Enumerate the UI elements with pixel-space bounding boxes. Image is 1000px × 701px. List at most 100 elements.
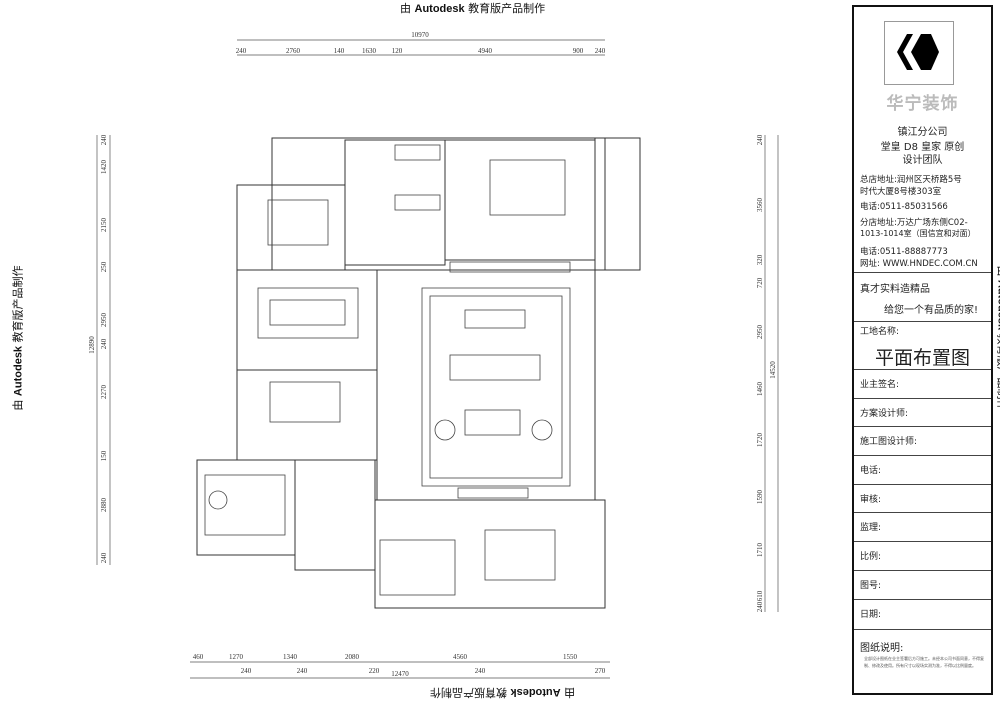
divider xyxy=(854,541,991,542)
bathtub xyxy=(269,381,341,423)
dimension-label: 2880 xyxy=(100,498,108,513)
dimension-label: 2950 xyxy=(756,325,764,340)
dimension-label: 610 xyxy=(756,590,764,601)
slogan1: 真才实料造精品 xyxy=(860,284,930,295)
tv-stand xyxy=(457,487,529,499)
wardrobe xyxy=(379,539,456,596)
divider xyxy=(854,272,991,273)
wm-brand: Autodesk xyxy=(995,279,1000,331)
dimension-label: 460 xyxy=(193,653,204,661)
dimension-label: 1340 xyxy=(283,653,298,661)
dimension-label: 4940 xyxy=(478,47,493,55)
living-rug-inner xyxy=(429,295,563,479)
field-label: 比例: xyxy=(860,552,882,562)
dimension-label: 240 xyxy=(100,134,108,145)
dimension-label: 1270 xyxy=(229,653,244,661)
field-label: 方案设计师: xyxy=(860,409,909,419)
dimension-label: 240 xyxy=(595,47,606,55)
dimension-label: 250 xyxy=(100,261,108,272)
wardrobe-mid xyxy=(394,194,441,211)
site-name-label: 工地名称: xyxy=(860,327,900,337)
dimension-label: 2270 xyxy=(100,385,108,400)
living-rug-outer xyxy=(421,287,571,487)
bed-bottom-left xyxy=(204,474,286,536)
notes-text: 全部设计图纸在业主签署后方可施工。未经本公司书面同意，不得复制、修改及使用。所有… xyxy=(864,656,984,668)
hq-phone: 电话:0511-85031566 xyxy=(860,202,948,212)
logo-chevron-icon xyxy=(897,34,939,70)
cabinet xyxy=(449,261,571,273)
dimension-label: 1630 xyxy=(362,47,377,55)
hq-address1: 总店地址:润州区天桥路5号 xyxy=(860,175,962,185)
dimension-label: 3560 xyxy=(756,198,764,213)
divider xyxy=(854,426,991,427)
logo xyxy=(884,21,954,85)
divider xyxy=(854,629,991,630)
bed-bottom xyxy=(484,529,556,581)
branch-address2: 1013-1014室（国信宜和对面） xyxy=(860,229,976,238)
field-label: 图号: xyxy=(860,581,882,591)
sofa xyxy=(449,354,541,381)
dimension-label: 240 xyxy=(756,134,764,145)
dimension-lines xyxy=(96,39,779,679)
branch-address1: 分店地址:万达广场东侧C02- xyxy=(860,218,968,228)
wm-prefix: 由 xyxy=(400,2,411,15)
watermark-top: 由 Autodesk 教育版产品制作 xyxy=(400,0,545,16)
divider xyxy=(854,570,991,571)
furniture xyxy=(204,144,571,596)
dimension-label: 320 xyxy=(756,254,764,265)
dimension-label: 1720 xyxy=(756,433,764,448)
dimension-label: 1460 xyxy=(756,382,764,397)
dimension-label: 220 xyxy=(369,667,380,675)
website: 网址: WWW.HNDEC.COM.CN xyxy=(860,259,978,269)
wm-suffix: 教育版产品制作 xyxy=(468,2,546,15)
dimension-label: 14520 xyxy=(769,361,777,379)
wm-suffix: 教育版产品制作 xyxy=(995,333,1000,411)
dimension-label: 2150 xyxy=(100,218,108,233)
dimension-label: 900 xyxy=(573,47,584,55)
round-chair xyxy=(208,490,228,510)
team-line2: 设计团队 xyxy=(902,155,943,166)
dining-rug xyxy=(257,287,359,339)
divider xyxy=(854,484,991,485)
dimension-label: 120 xyxy=(392,47,403,55)
armchair-right xyxy=(531,419,553,441)
dimension-label: 150 xyxy=(100,450,108,461)
dimension-label: 1550 xyxy=(563,653,578,661)
wm-brand: Autodesk xyxy=(414,3,465,15)
field-label: 监理: xyxy=(860,523,882,533)
brand-name: 华宁装饰 xyxy=(886,94,959,114)
notes-label: 图纸说明: xyxy=(860,643,904,654)
dimension-label: 1710 xyxy=(756,543,764,558)
divider xyxy=(854,512,991,513)
bed-master xyxy=(489,159,566,216)
divider xyxy=(854,398,991,399)
drawing-title: 平面布置图 xyxy=(874,347,970,369)
coffee-table xyxy=(464,409,521,436)
dimension-label: 240 xyxy=(297,667,308,675)
divider xyxy=(854,599,991,600)
armchair-left xyxy=(434,419,456,441)
tv-cabinet xyxy=(464,309,526,329)
dimension-label: 240 xyxy=(100,338,108,349)
dimension-label: 270 xyxy=(595,667,606,675)
dimension-label: 2080 xyxy=(345,653,360,661)
dimension-label: 140 xyxy=(334,47,345,55)
dimension-label: 240 xyxy=(236,47,247,55)
field-label: 施工图设计师: xyxy=(860,437,918,447)
dimension-label: 240 xyxy=(100,552,108,563)
dimension-label: 240 xyxy=(756,601,764,612)
divider xyxy=(854,321,991,322)
dimension-label: 720 xyxy=(756,277,764,288)
wardrobe-top xyxy=(394,144,441,161)
branch-name: 镇江分公司 xyxy=(897,127,948,138)
dimension-label: 240 xyxy=(241,667,252,675)
field-label: 业主签名: xyxy=(860,380,900,390)
walls xyxy=(196,137,641,609)
title-block: 华宁装饰 镇江分公司 堂皇 D8 皇家 原创 设计团队 总店地址:润州区天桥路5… xyxy=(852,5,993,695)
team-line1: 堂皇 D8 皇家 原创 xyxy=(880,142,965,153)
slogan2: 给您一个有品质的家! xyxy=(884,305,979,316)
dimension-label: 12890 xyxy=(88,336,96,354)
dimension-label: 2950 xyxy=(100,313,108,328)
